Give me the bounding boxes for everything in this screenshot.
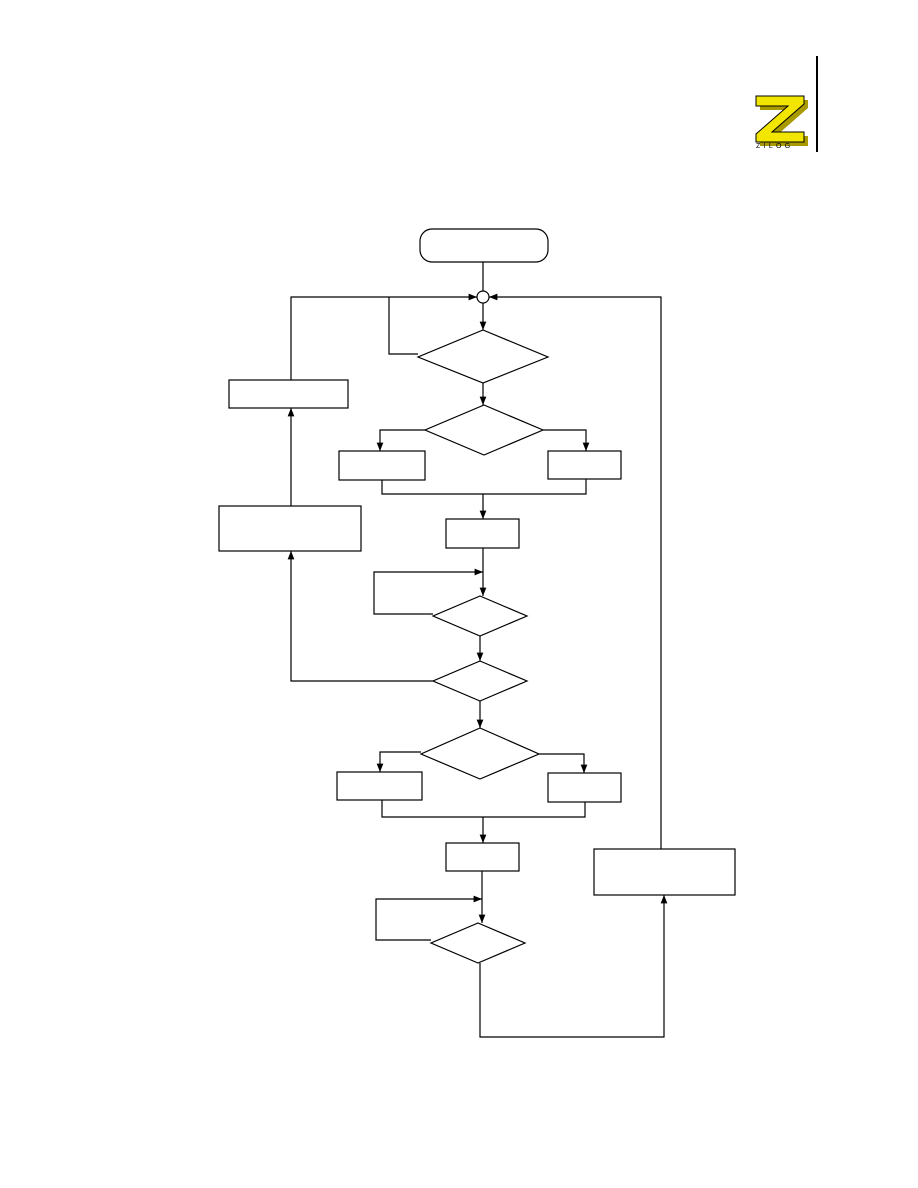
connector-lines xyxy=(287,262,668,1038)
logo-wordmark: ZILOG xyxy=(756,143,794,150)
process-box-left-1 xyxy=(338,450,426,481)
decision-2 xyxy=(423,404,545,456)
decision-6-wait xyxy=(429,922,527,964)
process-box-left-2 xyxy=(336,771,423,801)
logo-vertical-rule xyxy=(816,56,818,152)
process-box-right-2 xyxy=(547,772,622,803)
decision-1 xyxy=(416,329,550,384)
zilog-z-icon xyxy=(755,95,808,146)
process-box-right-1 xyxy=(547,450,622,480)
process-box-merge-2 xyxy=(445,842,520,872)
process-box-return xyxy=(593,848,736,896)
decision-4 xyxy=(431,660,529,702)
decision-5 xyxy=(419,727,541,780)
process-box-loop-top xyxy=(228,379,349,409)
process-box-loop-mid xyxy=(218,505,362,552)
junction-connector xyxy=(476,290,490,304)
decision-3-wait xyxy=(431,595,529,637)
start-terminal xyxy=(419,228,549,263)
process-box-merge-1 xyxy=(445,518,520,549)
